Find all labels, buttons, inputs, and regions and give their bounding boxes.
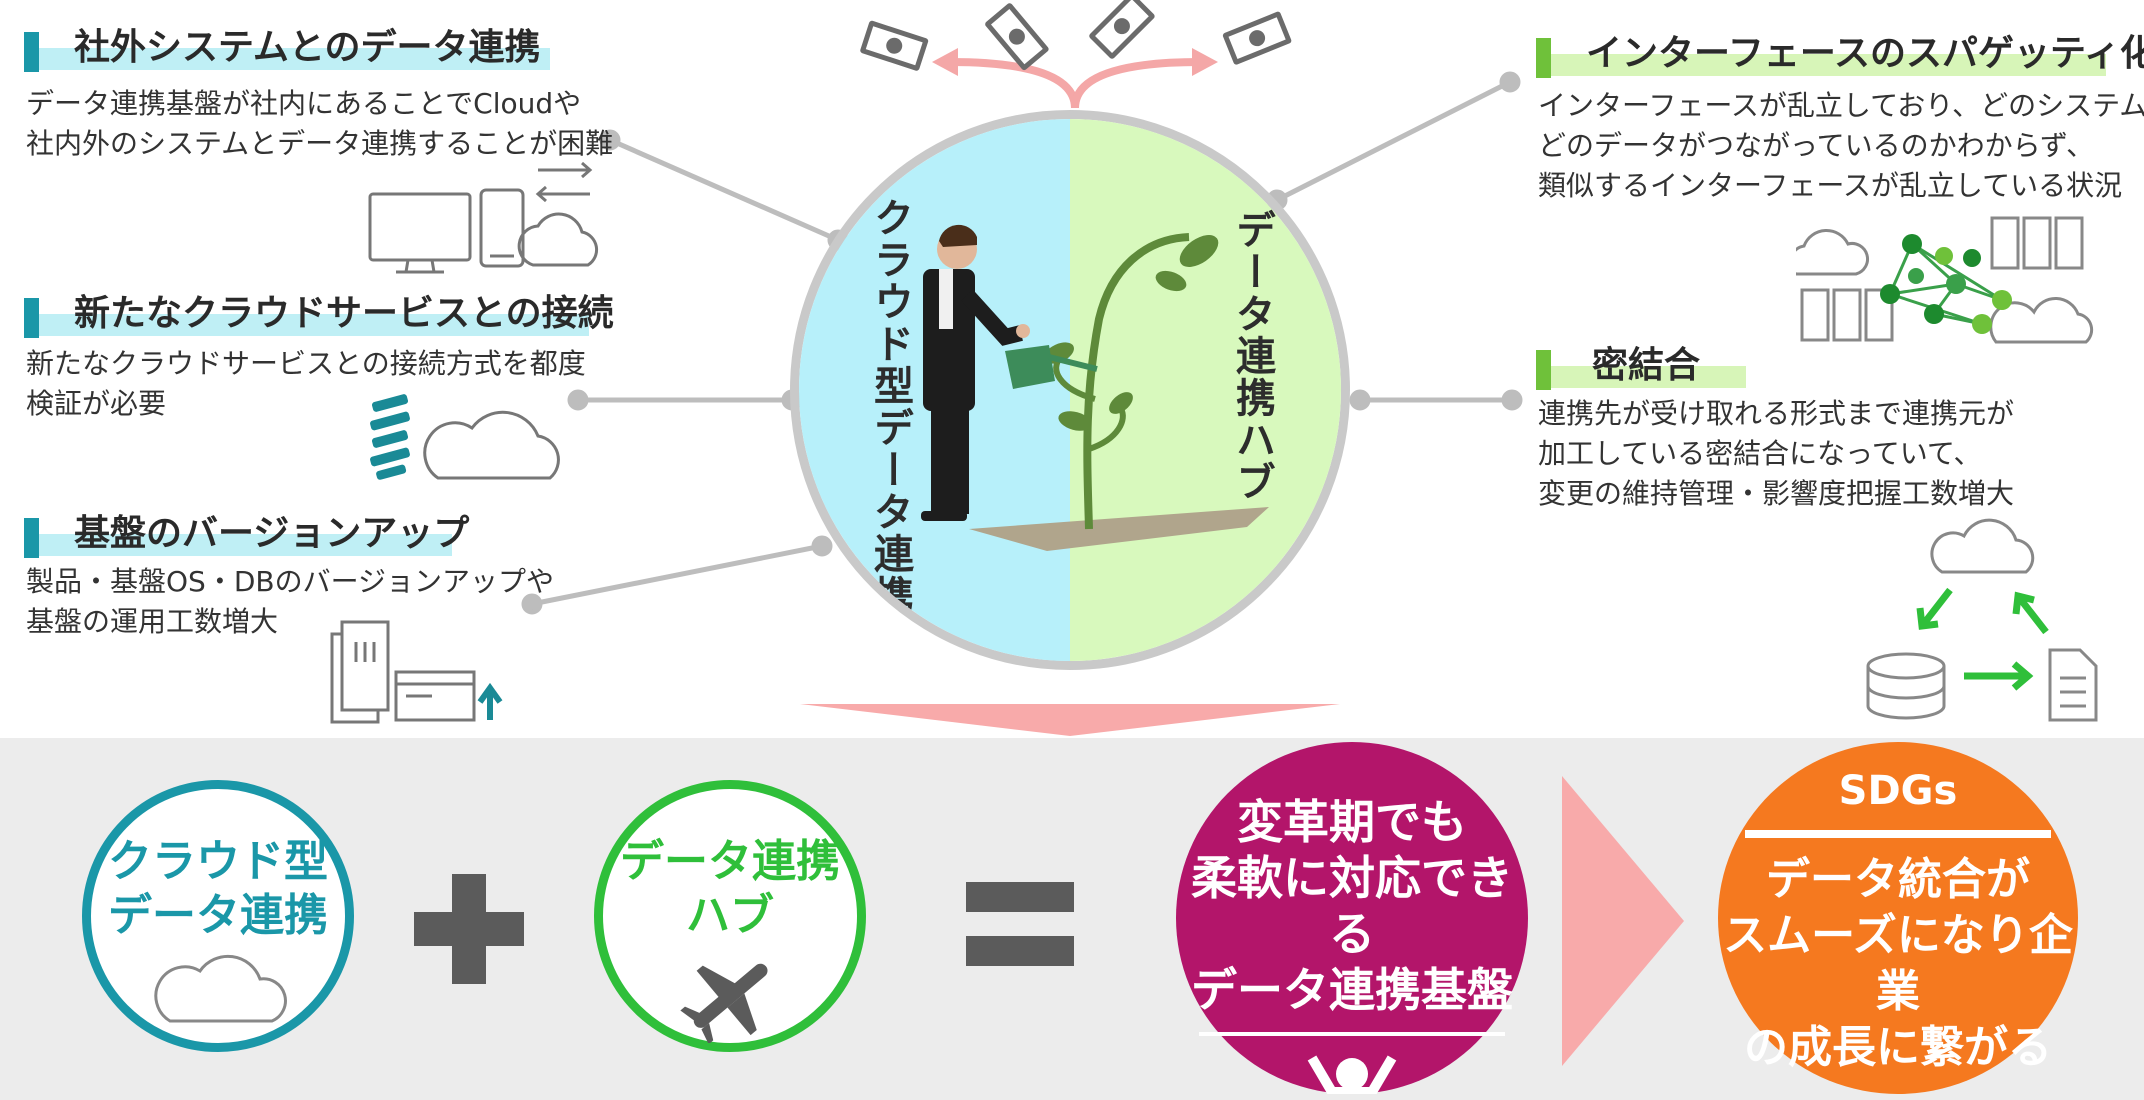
issue-desc-external: データ連携基盤が社内にあることでCloudや 社内外のシステムとデータ連携するこ… (26, 87, 614, 160)
plus-icon (414, 874, 524, 984)
central-circle: クラウド型データ連携 データ連携ハブ (790, 110, 1350, 670)
issue-desc-tight-coupling: 連携先が受け取れる形式まで連携元が 加工している密結合になっていて、 変更の維持… (1538, 397, 2015, 510)
person-raising-arms-icon (1307, 1055, 1397, 1094)
man-watering-plant-illustration (921, 224, 1269, 551)
down-arrow-icon (800, 704, 1340, 736)
spaghetti-network-icon (1796, 216, 2094, 344)
server-upgrade-icon (330, 620, 503, 724)
equals-icon (966, 882, 1074, 966)
airplane-icon (680, 963, 768, 1043)
cloud-icon (154, 954, 287, 1023)
result-divider (1199, 1032, 1505, 1036)
cloud-data-linkage-label: クラウド型データ連携 (867, 197, 913, 617)
devices-cloud-icon (368, 161, 598, 274)
result-bubble: 変革期でも 柔軟に対応できる データ連携基盤 (1176, 742, 1528, 1094)
goal-bubble: SDGs データ統合が スムーズになり企業 の成長に繋がる (1718, 742, 2078, 1094)
goal-divider (1745, 830, 2051, 838)
data-hub-label: データ連携ハブ (1229, 209, 1275, 503)
issue-desc-new-cloud: 新たなクラウドサービスとの接続方式を都度 検証が必要 (26, 347, 586, 420)
money-arrows-icon (860, 0, 1292, 109)
bubble-data-hub: データ連携 ハブ (594, 780, 866, 1052)
issue-desc-spaghetti: インターフェースが乱立しており、どのシステムと どのデータがつながっているのかわ… (1538, 89, 2144, 202)
issue-desc-version-up: 製品・基盤OS・DBのバージョンアップや 基盤の運用工数増大 (26, 565, 555, 638)
right-arrow-icon (1562, 776, 1684, 1066)
circle-right-half (1070, 119, 1341, 661)
goal-title: SDGs (1838, 768, 1958, 814)
bubble-cloud-linkage: クラウド型 データ連携 (82, 780, 354, 1052)
gears-cloud-icon (370, 394, 560, 480)
coupling-cycle-icon (1866, 518, 2098, 722)
